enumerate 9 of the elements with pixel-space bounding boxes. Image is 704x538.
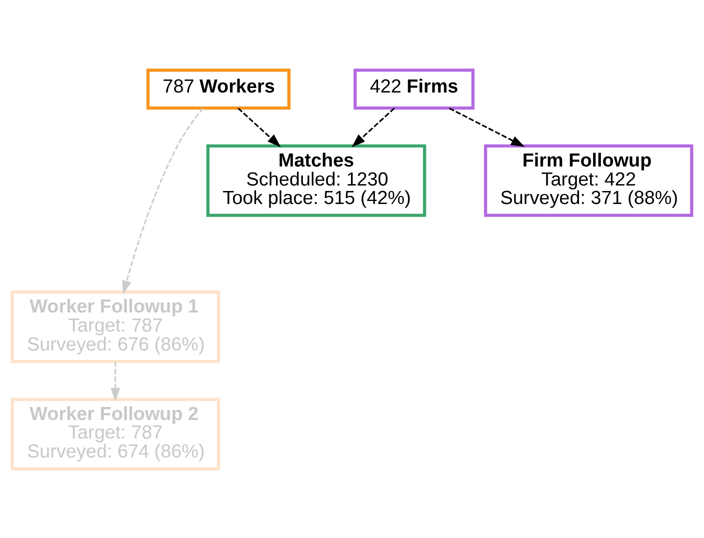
arrow xyxy=(449,107,525,146)
arrow xyxy=(352,107,395,147)
node-box: Firm Followup Target: 422 Surveyed: 371 (88%) xyxy=(484,144,694,216)
arrow xyxy=(238,107,281,147)
arrow xyxy=(110,361,120,402)
node-box: Matches Scheduled: 1230 Took place: 515 (42%) xyxy=(206,144,426,216)
arrow xyxy=(122,107,204,294)
node-box: 787 Workers xyxy=(146,68,290,110)
node-box: 422 Firms xyxy=(354,68,475,110)
